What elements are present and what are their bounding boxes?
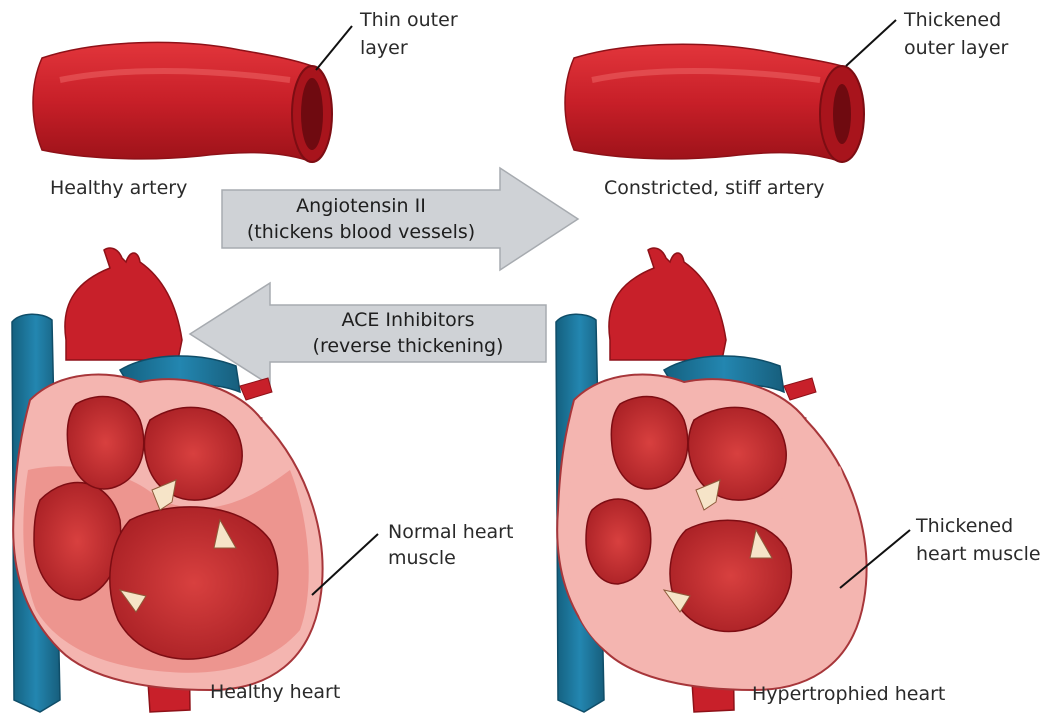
hypertrophied-heart-label: Hypertrophied heart [752,682,945,707]
stiff-artery-callout-line1: Thickened [904,8,1001,33]
angiotensin-arrow [222,168,578,270]
healthy-artery-callout-line1: Thin outer [360,8,458,33]
stiff-artery-callout-line2: outer layer [904,36,1008,61]
thickened-muscle-callout-line2: heart muscle [916,542,1041,567]
healthy-heart-label: Healthy heart [210,680,340,705]
angiotensin-sublabel: (thickens blood vessels) [222,220,500,245]
ace-inhibitors-label: ACE Inhibitors [270,308,546,333]
stiff-artery-label: Constricted, stiff artery [604,176,825,201]
healthy-artery-label: Healthy artery [50,176,187,201]
thickened-muscle-callout-line1: Thickened [916,514,1013,539]
ace-inhibitors-sublabel: (reverse thickening) [270,334,546,359]
normal-muscle-callout-line1: Normal heart [388,520,513,545]
healthy-artery-callout-line [316,26,352,70]
angiotensin-label: Angiotensin II [222,194,500,219]
healthy-artery [33,42,332,162]
stiff-artery [565,44,864,162]
stiff-artery-callout-line [846,20,896,66]
healthy-artery-callout-line2: layer [360,36,408,61]
hypertrophied-heart [556,248,867,712]
normal-muscle-callout-line2: muscle [388,546,456,571]
